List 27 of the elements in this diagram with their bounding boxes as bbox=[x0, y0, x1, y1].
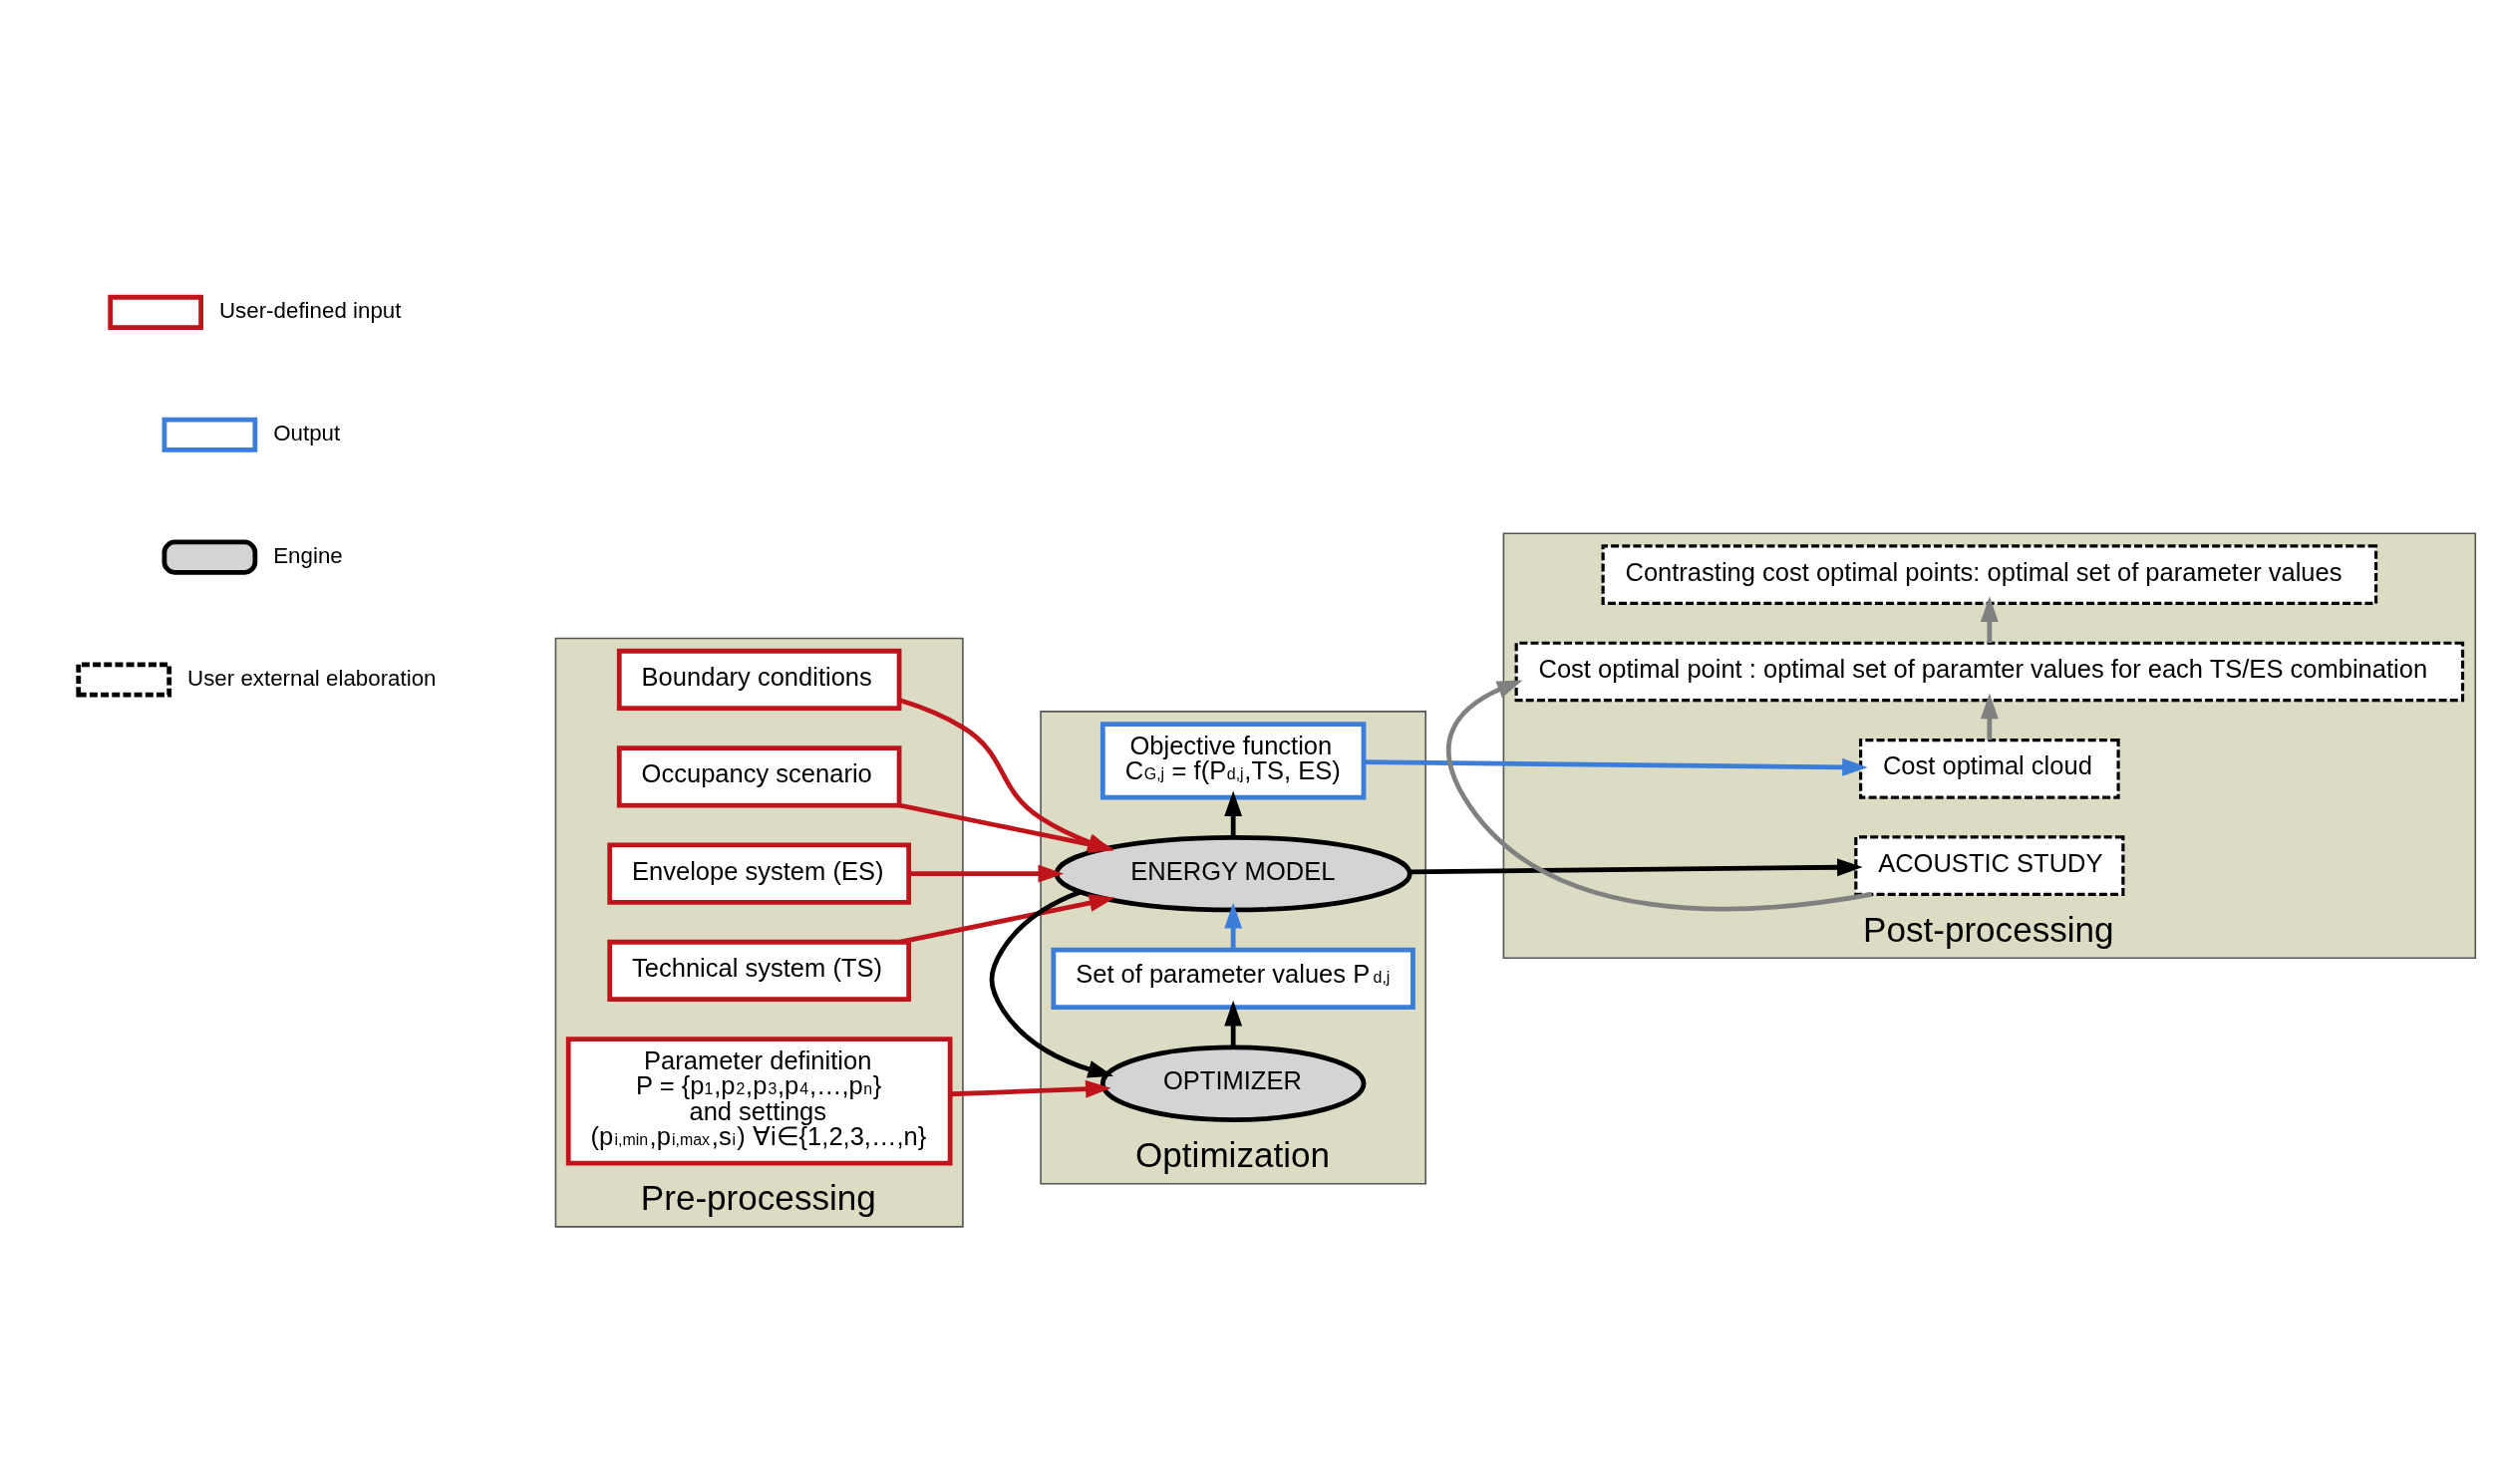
arrow bbox=[899, 893, 1115, 944]
node-box: Occupancy scenario bbox=[616, 744, 902, 807]
arrow bbox=[909, 864, 1065, 883]
node-box: Boundary conditions bbox=[616, 648, 902, 711]
node-box: Cost optimal cloud bbox=[1859, 738, 2120, 799]
node-box: Cost optimal point : optimal set of paramter values for each TS/ES combination bbox=[1514, 641, 2465, 702]
arrow bbox=[1409, 857, 1863, 876]
arrow bbox=[1980, 693, 1999, 740]
node-box: Technical system (TS) bbox=[607, 939, 912, 1002]
node-box: Objective function CG,j = f(Pd,j,TS, ES) bbox=[1099, 721, 1367, 799]
arrow bbox=[989, 889, 1114, 1078]
arrow bbox=[950, 1079, 1111, 1098]
node-box: Envelope system (ES) bbox=[607, 842, 912, 905]
arrow bbox=[1224, 789, 1243, 837]
node-box: ACOUSTIC STUDY bbox=[1854, 834, 2125, 896]
node-ellipse: OPTIMIZER bbox=[1099, 1044, 1367, 1122]
arrow bbox=[1224, 1000, 1243, 1047]
arrow bbox=[1224, 902, 1243, 950]
arrow bbox=[1445, 680, 1873, 911]
legend-label: Engine bbox=[273, 542, 343, 568]
arrow bbox=[1364, 757, 1868, 776]
node-box: Contrasting cost optimal points: optimal set of parameter values bbox=[1601, 543, 2378, 605]
legend-label: User-defined input bbox=[218, 297, 402, 323]
node-box: Parameter definition P = {p1,p2,p3,p4,…,pn} and settings (pi,min,pi,max,si) ∀i∈{1,2,3,…,n} bbox=[565, 1036, 953, 1165]
legend-label: Output bbox=[273, 420, 341, 445]
arrow bbox=[1980, 595, 1999, 643]
legend-label: User external elaboration bbox=[187, 665, 437, 691]
